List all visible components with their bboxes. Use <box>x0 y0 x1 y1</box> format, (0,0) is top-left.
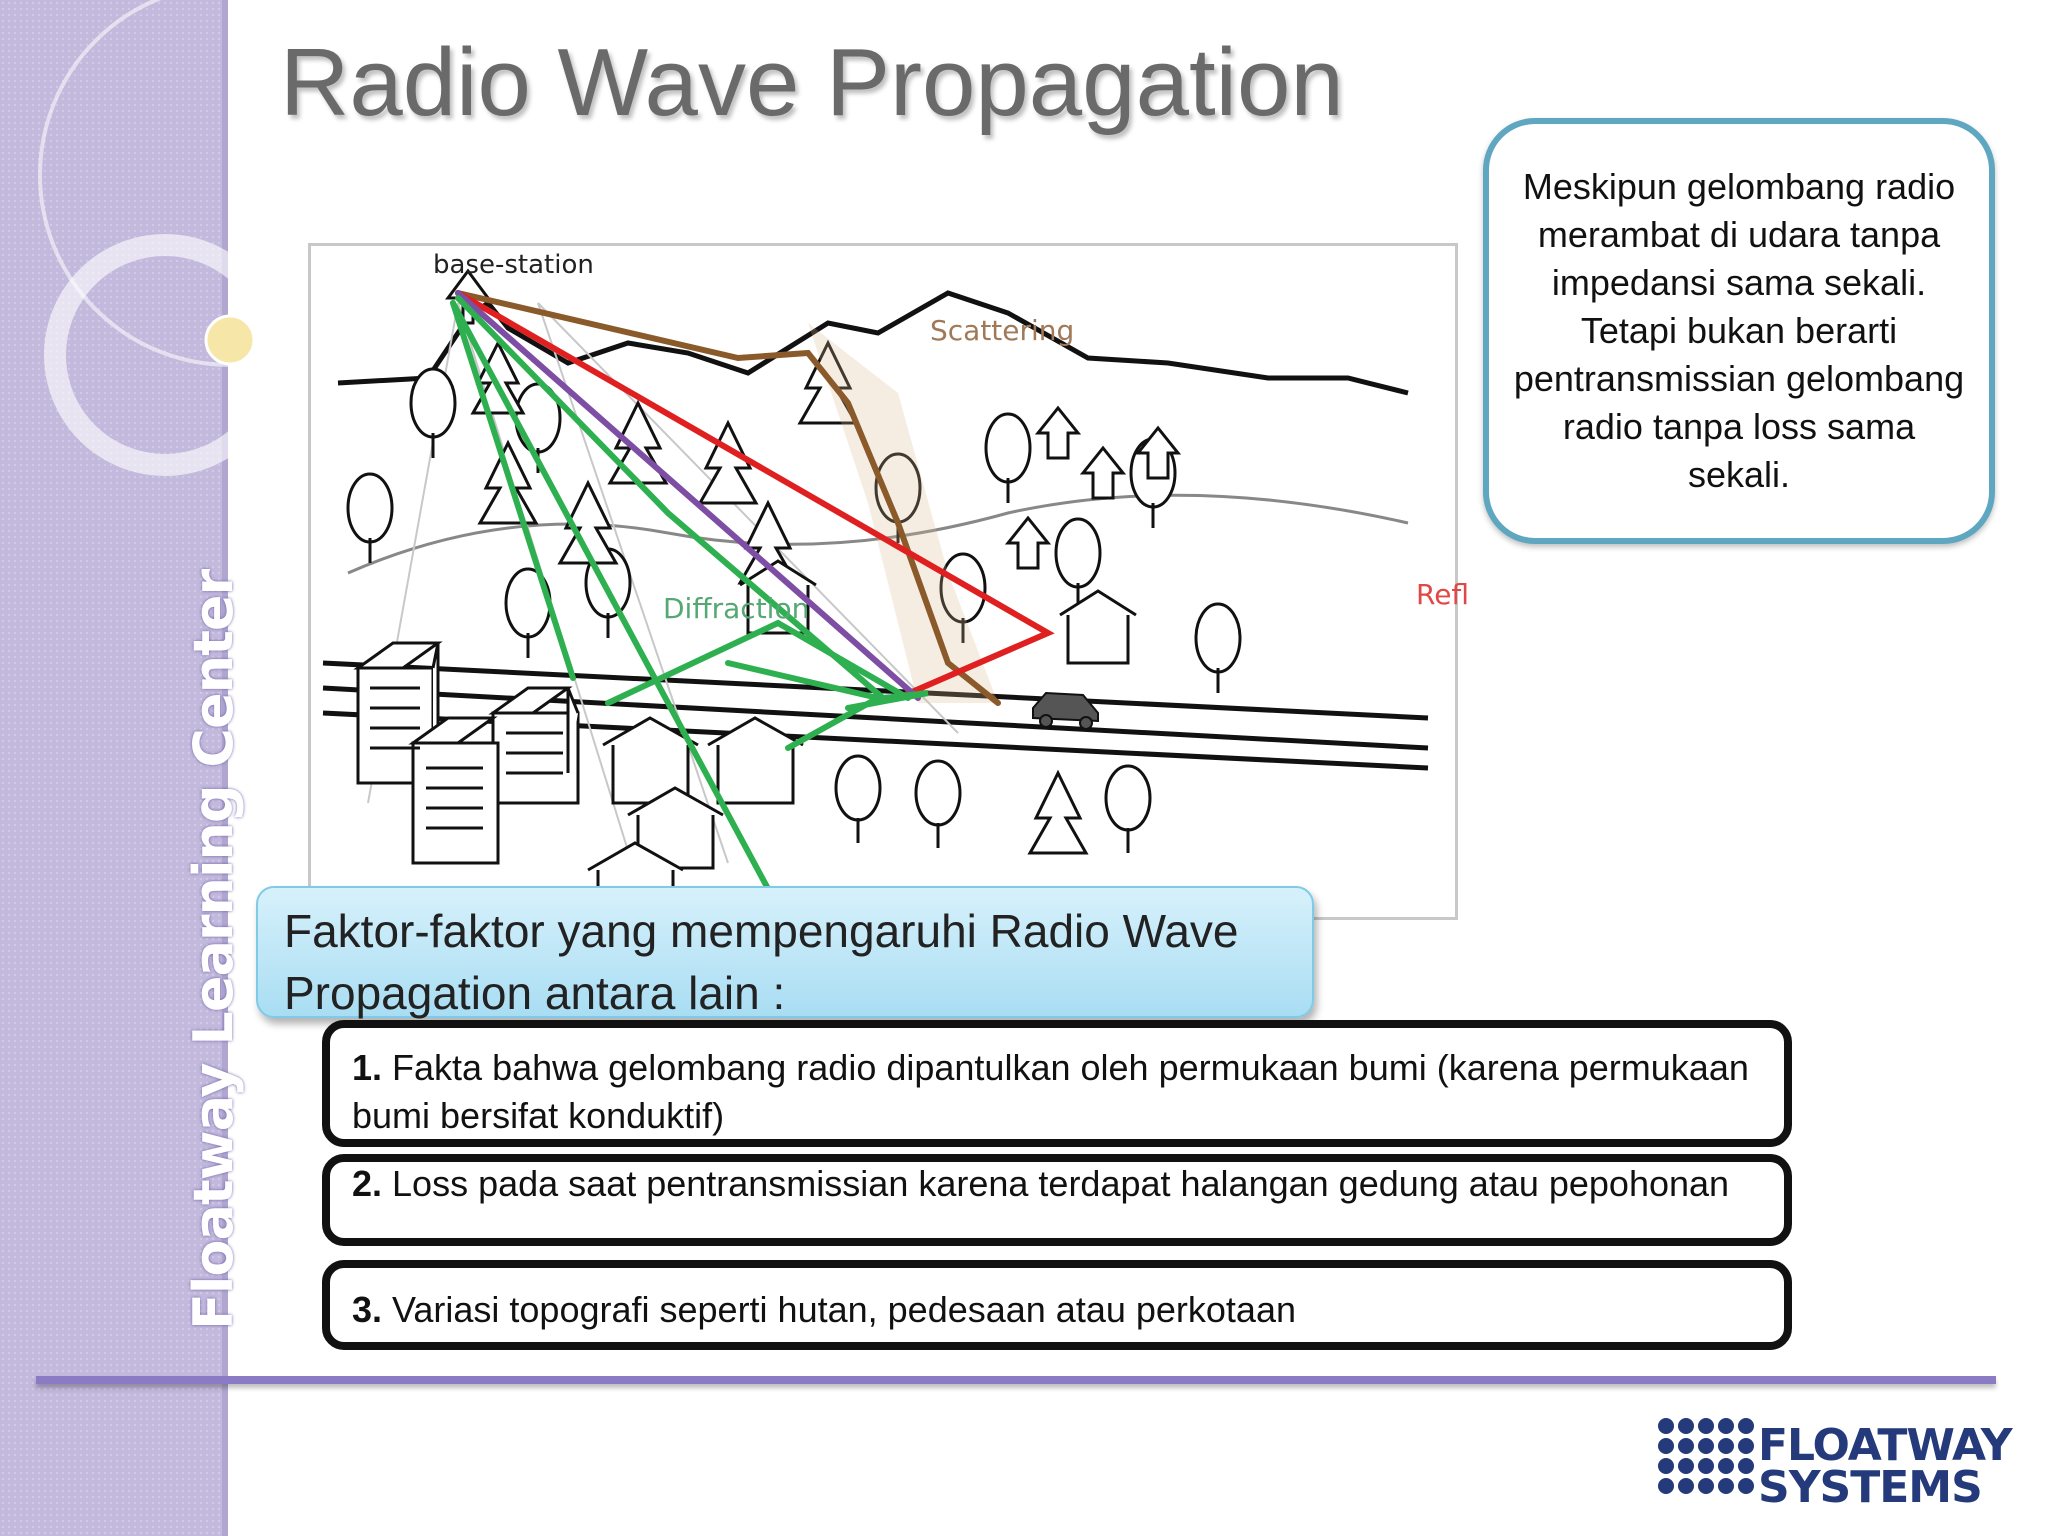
note-text: Meskipun gelombang radio merambat di uda… <box>1513 166 1965 495</box>
factor-number: 2. <box>352 1163 383 1204</box>
trees <box>346 367 1242 853</box>
factor-number: 1. <box>352 1047 383 1088</box>
logo-line-1: FLOATWAY <box>1758 1420 2013 1471</box>
diffraction-path <box>605 619 911 706</box>
label-base-station: base-station <box>433 250 594 280</box>
sidebar-edge <box>222 0 228 1536</box>
label-reflection: Reflection <box>1416 578 1468 611</box>
factor-text: Variasi topografi seperti hutan, pedesaa… <box>382 1289 1296 1330</box>
floatway-logo-icon <box>1658 1418 1754 1494</box>
logo-line-2: SYSTEMS <box>1758 1462 1983 1513</box>
label-scattering: Scattering <box>930 314 1074 347</box>
up-arrow-houses <box>1004 405 1182 570</box>
hill-lower <box>347 493 1409 575</box>
diffraction-path <box>450 300 576 681</box>
factor-text: Loss pada saat pentransmissian karena te… <box>382 1163 1730 1204</box>
direct-path <box>455 290 921 701</box>
label-diffraction: Diffraction <box>663 592 809 625</box>
factor-item-3: 3. Variasi topografi seperti hutan, pede… <box>322 1260 1792 1350</box>
logo-wordmark: FLOATWAY SYSTEMS <box>1758 1420 2013 1513</box>
diffraction-path <box>725 660 887 751</box>
car-icon <box>1032 691 1099 730</box>
diffraction-path <box>450 300 776 901</box>
road-line <box>322 685 1429 751</box>
reflection-path <box>455 290 1055 701</box>
decorative-circles <box>38 0 300 476</box>
page-title: Radio Wave Propagation <box>280 29 1344 136</box>
factor-text: Fakta bahwa gelombang radio dipantulkan … <box>352 1047 1749 1136</box>
factors-heading: Faktor-faktor yang mempengaruhi Radio Wa… <box>256 886 1314 1019</box>
factor-item-2: 2. Loss pada saat pentransmissian karena… <box>322 1154 1792 1246</box>
scattering-path <box>455 290 1001 706</box>
sidebar-vertical-label: Floatway Learning Center <box>182 569 245 1330</box>
footer-divider <box>36 1376 1996 1384</box>
note-box: Meskipun gelombang radio merambat di uda… <box>1483 118 1995 544</box>
factor-item-1: 1. Fakta bahwa gelombang radio dipantulk… <box>322 1020 1792 1147</box>
factor-number: 3. <box>352 1289 383 1330</box>
propagation-diagram: base-station Scattering Diffraction Refl… <box>322 250 1468 915</box>
